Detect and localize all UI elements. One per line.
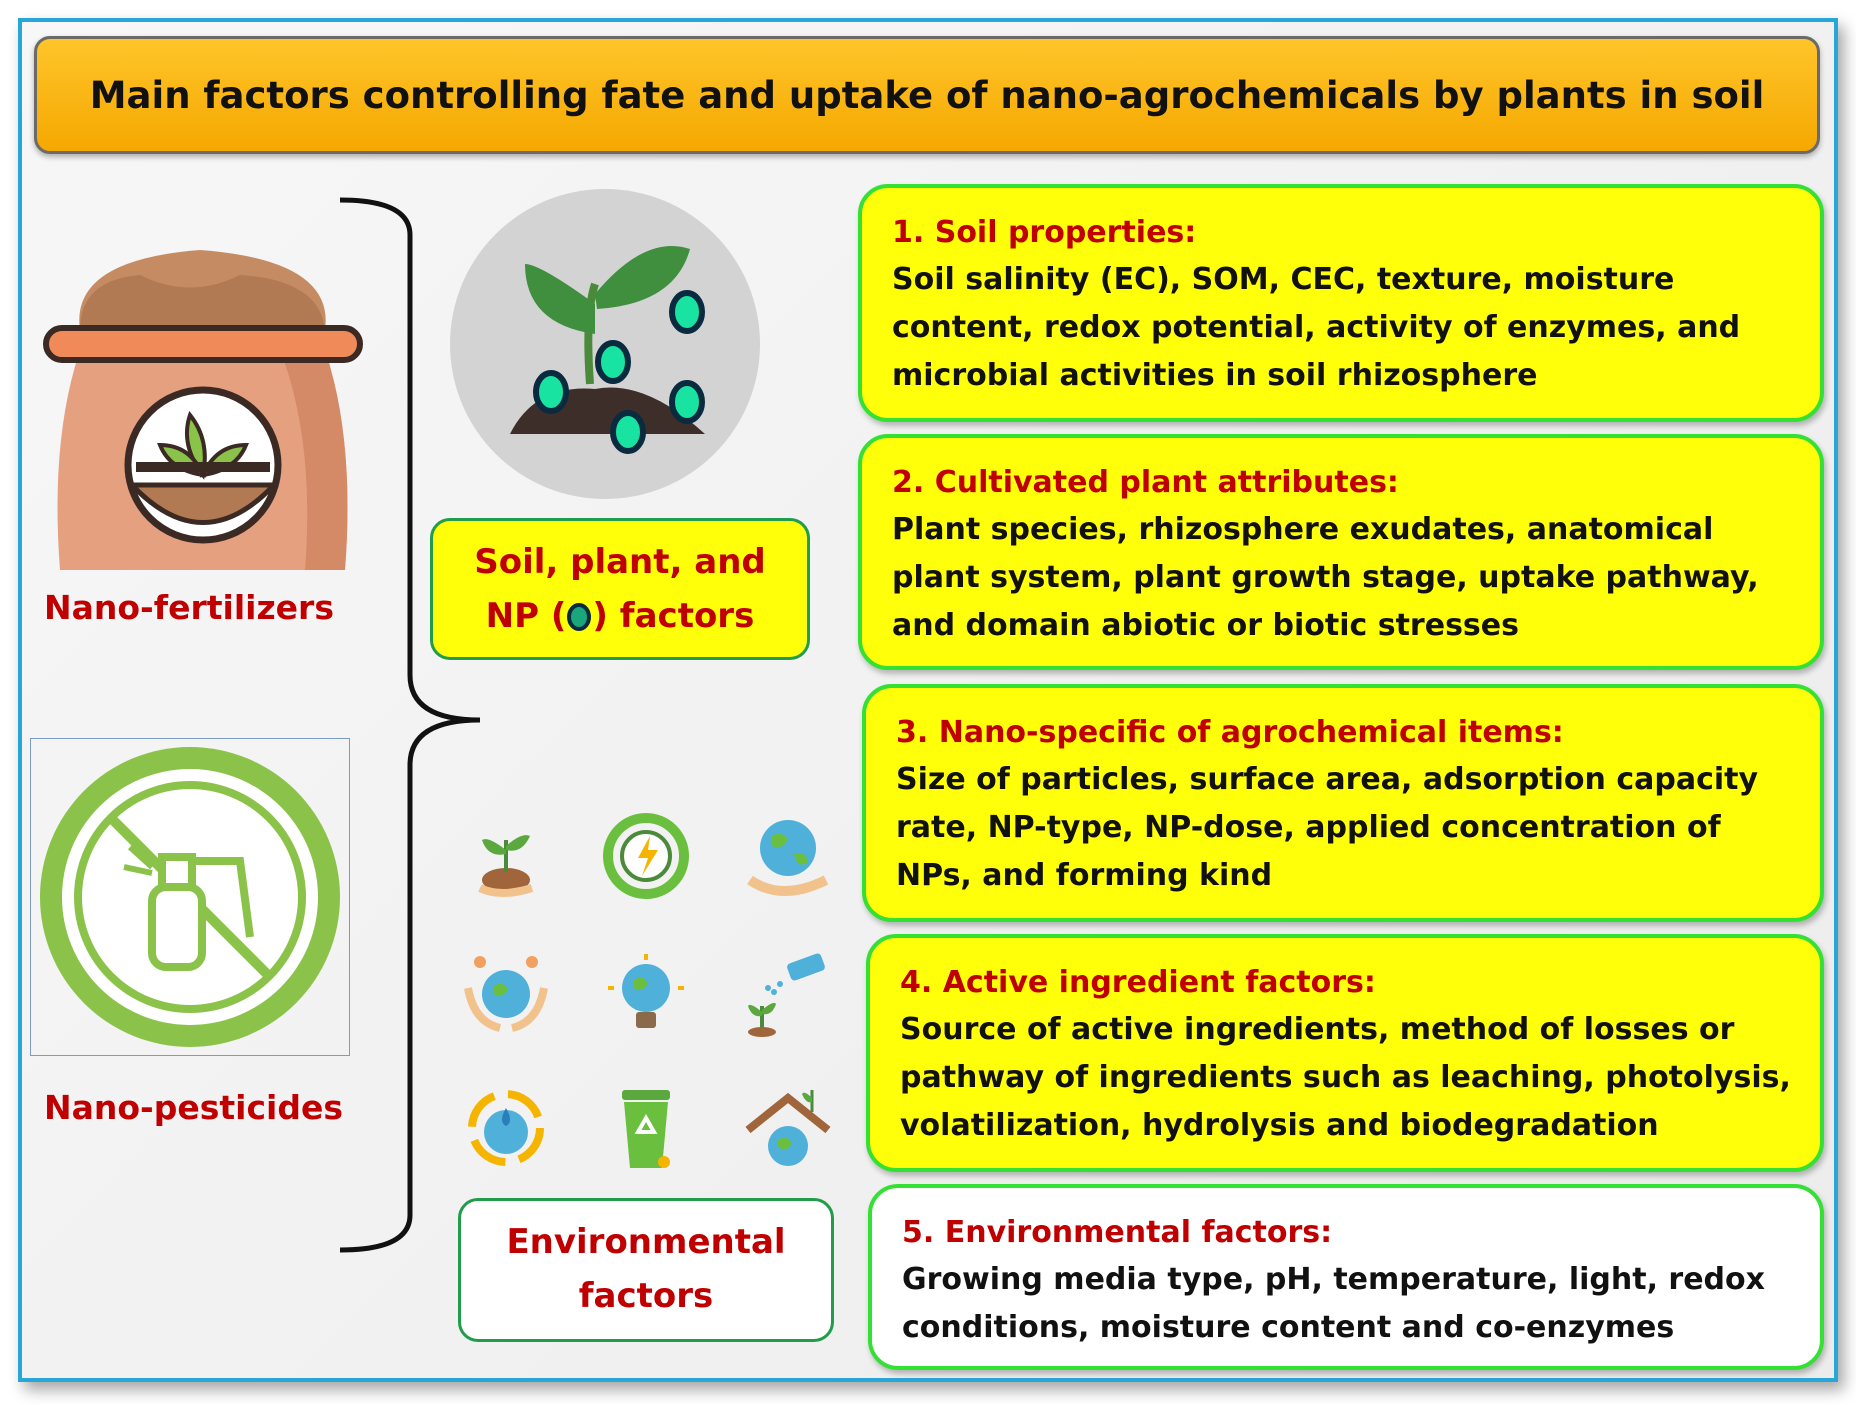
nanoparticle-icon: [567, 603, 592, 631]
seedling-hand-icon: [478, 835, 534, 897]
factor-heading: 3. Nano-specific of agrochemical items:: [896, 715, 1564, 750]
green-idea-bulb-icon: [608, 954, 684, 1028]
nano-fertilizers-label: Nano-fertilizers: [44, 588, 334, 627]
diagram-title: Main factors controlling fate and uptake…: [89, 73, 1765, 117]
sprayer-badge-icon: [40, 747, 340, 1047]
factor-heading: 5. Environmental factors:: [902, 1215, 1333, 1250]
watering-plant-icon: [748, 953, 825, 1037]
eco-house-icon: [745, 1090, 831, 1166]
factor-text: Size of particles, surface area, adsorpt…: [896, 762, 1759, 893]
factor-text: Source of active ingredients, method of …: [900, 1012, 1791, 1143]
factor-text: Growing media type, pH, temperature, lig…: [902, 1262, 1765, 1345]
factor-nano-specific-box: 3. Nano-specific of agrochemical items: …: [862, 684, 1824, 922]
pesticide-icon-frame: [30, 738, 350, 1056]
earth-in-hand-icon: [747, 820, 829, 896]
factor-environmental-box: 5. Environmental factors: Growing media …: [868, 1184, 1824, 1370]
env-line2: factors: [578, 1276, 714, 1316]
factor-heading: 4. Active ingredient factors:: [900, 965, 1376, 1000]
plant-nanoparticle-icon: [450, 189, 760, 499]
factor-heading: 2. Cultivated plant attributes:: [892, 465, 1399, 500]
nano-pesticides-label: Nano-pesticides: [44, 1088, 343, 1127]
factor-active-ingredient-box: 4. Active ingredient factors: Source of …: [866, 934, 1824, 1172]
soil-plant-np-factors-box: Soil, plant, and NP () factors: [430, 518, 810, 660]
env-line1: Environmental: [506, 1222, 786, 1262]
spnp-line1: Soil, plant, and: [474, 542, 766, 582]
renewable-energy-icon: [603, 813, 689, 899]
title-banner: Main factors controlling fate and uptake…: [34, 36, 1820, 154]
earth-care-hands-icon: [464, 956, 548, 1032]
factor-heading: 1. Soil properties:: [892, 215, 1197, 250]
factor-plant-attributes-box: 2. Cultivated plant attributes: Plant sp…: [858, 434, 1824, 670]
recycle-bin-icon: [622, 1090, 670, 1168]
spnp-line2: NP () factors: [485, 596, 755, 636]
factor-text: Soil salinity (EC), SOM, CEC, texture, m…: [892, 262, 1741, 393]
factor-soil-properties-box: 1. Soil properties: Soil salinity (EC), …: [858, 184, 1824, 422]
bracket-brace: [339, 197, 481, 1253]
factor-text: Plant species, rhizosphere exudates, ana…: [892, 512, 1759, 643]
fertilizer-bag-icon: [43, 250, 363, 570]
environmental-factors-box: Environmental factors: [458, 1198, 834, 1342]
water-cycle-icon: [468, 1090, 544, 1166]
